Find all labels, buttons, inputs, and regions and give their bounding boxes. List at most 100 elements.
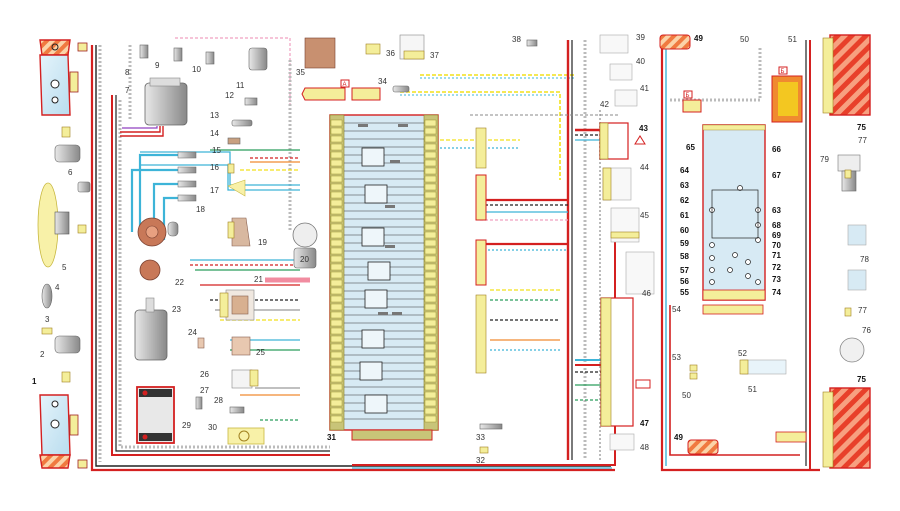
connector-sh3 (475, 239, 487, 286)
fuse-box-terminal (330, 151, 343, 159)
fuse-box-terminal (330, 375, 343, 383)
fuse-box-terminal (330, 391, 343, 399)
washer-reservoir-motor (248, 47, 268, 71)
fuse-box-terminal (424, 191, 437, 199)
component-label-25: 25 (256, 348, 265, 357)
component-label-4: 4 (55, 283, 60, 292)
lamp-52 (739, 359, 787, 375)
component-label-8: 8 (125, 68, 130, 77)
fuse-box-terminal (424, 207, 437, 215)
component-label-73: 73 (772, 275, 781, 284)
cluster-lamps (709, 185, 761, 285)
component-label-23: 23 (172, 305, 181, 314)
fuse-box-terminal (424, 215, 437, 223)
headlamp-front-left-top (39, 39, 88, 116)
connector-sh4 (475, 294, 487, 374)
gauge-panel (711, 189, 759, 239)
component-label-50: 50 (740, 35, 749, 44)
component-label-11: 11 (236, 81, 245, 90)
fuse-box-terminal (330, 287, 343, 295)
fuse-box-terminal (424, 247, 437, 255)
fuel-level-sender (839, 337, 865, 363)
component-label-12: 12 (225, 91, 234, 100)
fuse (358, 124, 368, 127)
light-switch (602, 167, 632, 201)
indicator-lamp (732, 252, 738, 258)
component-label-54: 54 (672, 305, 681, 314)
radiator-fan (37, 182, 87, 268)
fuse-relay-box (329, 114, 439, 441)
combination-switch (600, 297, 651, 427)
component-label-62: 62 (680, 196, 689, 205)
rear-lamp-cluster-top (822, 34, 871, 116)
component-label-75: 75 (857, 123, 866, 132)
indicator-lamp (727, 267, 733, 273)
sensor-32 (479, 446, 489, 454)
fuse-box-terminal (330, 311, 343, 319)
fuse (378, 312, 388, 315)
connector-b-top (351, 87, 381, 101)
fuse-box-terminal (330, 263, 343, 271)
component-label-33: 33 (476, 433, 485, 442)
starter (134, 297, 168, 361)
fuse-box-terminal (330, 159, 343, 167)
coolant-temp-sender (227, 137, 241, 145)
fuse-box-terminal (330, 127, 343, 135)
switch-41 (614, 89, 638, 107)
relay (361, 227, 385, 247)
component-label-55: 55 (680, 288, 689, 297)
wire-bundle-left (140, 149, 310, 421)
component-label-10: 10 (192, 65, 201, 74)
fuse-box-terminal (424, 303, 437, 311)
wiper-motor (292, 222, 318, 269)
ignition-sensor (139, 259, 161, 281)
component-label-45: 45 (640, 211, 649, 220)
callout-marker (683, 90, 693, 99)
fuse-box-terminal (330, 167, 343, 175)
component-label-42: 42 (600, 100, 609, 109)
component-label-27: 27 (200, 386, 209, 395)
sensor-9 (173, 47, 183, 62)
component-label-5: 5 (62, 263, 67, 272)
fan-switch-sensor (77, 181, 91, 193)
sensor-34 (392, 85, 410, 93)
fuse-box-terminal (424, 175, 437, 183)
sensor-33 (479, 423, 503, 430)
component-label-74: 74 (772, 288, 781, 297)
relay (364, 184, 388, 204)
fuse-box-terminal (424, 159, 437, 167)
component-label-26: 26 (200, 370, 209, 379)
fuse-box-terminal (424, 119, 437, 127)
callout-marker (340, 79, 350, 88)
component-label-38: 38 (512, 35, 521, 44)
fuse-box-terminal (330, 383, 343, 391)
fuse (390, 160, 400, 163)
headlamp-front-left-bottom (39, 394, 88, 469)
component-label-31: 31 (327, 433, 336, 442)
component-label-64: 64 (680, 166, 689, 175)
heater-resistor (365, 43, 381, 55)
component-label-68: 68 (772, 221, 781, 230)
component-label-56: 56 (680, 277, 689, 286)
throttle-sensor (227, 427, 265, 445)
fuse-box-terminal (330, 367, 343, 375)
oil-pressure-sensor (244, 97, 258, 106)
sensor-38 (526, 39, 538, 47)
fuse-box-terminal (330, 223, 343, 231)
ignition-coil (227, 217, 251, 247)
component-label-29: 29 (182, 421, 191, 430)
connector-a-right (682, 99, 702, 113)
component-label-61: 61 (680, 211, 689, 220)
fuse-box-terminal (424, 263, 437, 271)
component-label-67: 67 (772, 171, 781, 180)
sensor-10 (205, 51, 215, 65)
component-label-19: 19 (258, 238, 267, 247)
fuse-box-terminal (330, 207, 343, 215)
indicator-lamp (709, 279, 715, 285)
component-label-13: 13 (210, 111, 219, 120)
fuse-box-terminal (330, 399, 343, 407)
connector-a-top (301, 87, 346, 101)
fuse-box-terminal (424, 287, 437, 295)
component-label-77: 77 (858, 306, 867, 315)
